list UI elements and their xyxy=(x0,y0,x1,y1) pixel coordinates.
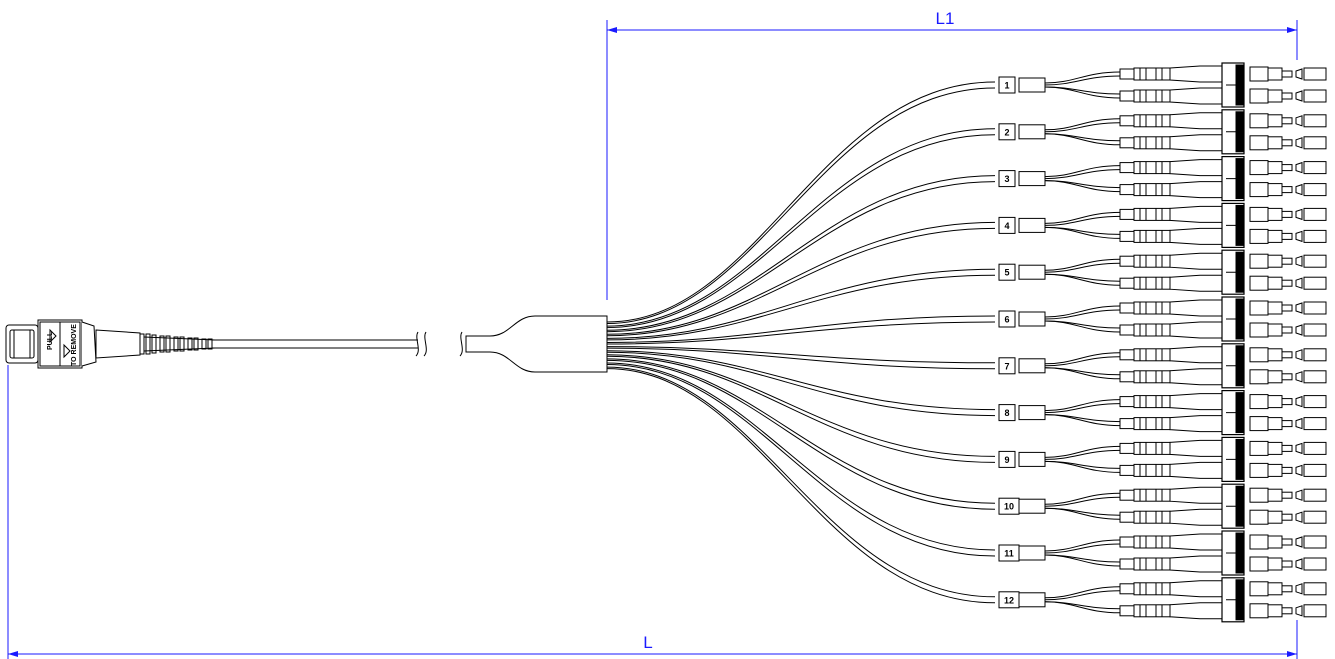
leg-label-tag xyxy=(998,310,1016,328)
leg-number: 2 xyxy=(1004,127,1009,137)
mpo-connector: PULL TO REMOVE xyxy=(5,319,216,369)
breakout-leg: 7BA xyxy=(998,343,1327,389)
breakout-leg: 1BA xyxy=(998,62,1327,108)
mpo-remove-text: TO REMOVE xyxy=(71,324,78,366)
breakout-leg: 12BA xyxy=(998,577,1327,623)
dimension-l1-label: L1 xyxy=(936,9,955,28)
leg-number: 12 xyxy=(1004,595,1014,605)
leg-label-tag xyxy=(998,170,1016,188)
leg-number: 11 xyxy=(1004,549,1014,559)
dimension-l: L xyxy=(7,365,1298,659)
breakout-leg: 2BA xyxy=(998,109,1327,155)
leg-label-tag xyxy=(998,76,1016,94)
fanout-fibers xyxy=(606,81,996,604)
leg-number: 5 xyxy=(1004,268,1009,278)
splitter-sleeve xyxy=(1018,264,1046,280)
splitter-sleeve xyxy=(1018,171,1046,187)
breakout-leg: 9BA xyxy=(998,436,1327,482)
breakout-leg: 3BA xyxy=(998,156,1327,202)
breakout-leg: 4BA xyxy=(998,202,1327,248)
leg-number: 1 xyxy=(1004,81,1009,91)
splitter-sleeve xyxy=(1018,311,1046,327)
mpo-pull-text: PULL xyxy=(47,331,54,350)
splitter-sleeve xyxy=(1018,77,1046,93)
breakout-leg: 8BA xyxy=(998,390,1327,436)
breakout-leg: 6BA xyxy=(998,296,1327,342)
breakout-legs: 1BA2BA3BA4BA5BA6BA7BA8BA9BA10BA11BA12BA xyxy=(998,62,1327,623)
splitter-sleeve xyxy=(1018,124,1046,140)
dimension-l-label: L xyxy=(643,633,652,652)
leg-label-tag xyxy=(998,216,1016,234)
splitter-sleeve xyxy=(1018,592,1046,608)
leg-label-tag xyxy=(998,404,1016,422)
leg-number: 4 xyxy=(1004,221,1009,231)
breakout-leg: 11BA xyxy=(998,530,1327,576)
leg-label-tag xyxy=(998,357,1016,375)
splitter-sleeve xyxy=(1018,217,1046,233)
leg-label-tag xyxy=(998,450,1016,468)
leg-number: 6 xyxy=(1004,315,1009,325)
leg-number: 3 xyxy=(1004,174,1009,184)
leg-number: 7 xyxy=(1004,361,1009,371)
splitter-sleeve xyxy=(1018,451,1046,467)
furcation-block xyxy=(465,315,608,373)
leg-number: 9 xyxy=(1004,455,1009,465)
splitter-sleeve xyxy=(1018,545,1046,561)
dimension-l1: L1 xyxy=(606,9,1298,300)
leg-label-tag xyxy=(998,123,1016,141)
splitter-sleeve xyxy=(1018,405,1046,421)
leg-number: 8 xyxy=(1004,408,1009,418)
splitter-sleeve xyxy=(1018,358,1046,374)
trunk-cable xyxy=(212,331,470,357)
leg-label-tag xyxy=(998,263,1016,281)
breakout-leg: 5BA xyxy=(998,249,1327,295)
leg-number: 10 xyxy=(1004,502,1014,512)
splitter-sleeve xyxy=(1018,498,1046,514)
breakout-leg: 10BA xyxy=(998,483,1327,529)
